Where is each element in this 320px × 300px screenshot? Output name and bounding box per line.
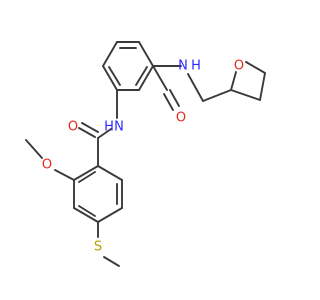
double-bond-inner [78,171,96,183]
bond [97,165,123,181]
hydrogen-atom-top-amide: H [191,59,201,74]
bond [138,41,154,67]
bond [97,128,112,139]
bond [187,73,204,102]
bond [202,89,232,102]
methoxy-group [25,139,75,181]
bond [102,65,118,91]
nitrogen-atom-top-amide: N [178,59,188,74]
lower-benzene-ring [73,165,123,223]
molecule-svg: O N H O O H N O S [25,41,266,267]
bond [25,139,43,159]
oxygen-atom-lower-amide: O [68,120,78,135]
double-bond-inner [78,205,96,217]
bond [103,256,120,267]
tetrahydrofuranylmethyl-chain [187,73,232,102]
bond [230,89,261,101]
double-bond-inner [135,66,148,86]
oxygen-atom-tetrahydrofuran: O [234,59,244,74]
double-bond-inner [108,66,121,86]
carbonyl-double-bond [78,127,96,138]
lower-amide-group [78,89,118,167]
nitrogen-atom-lower-amide: N [114,120,124,135]
molecule-structure-diagram: O N H O O H N O S [25,41,266,267]
bond [152,65,168,91]
oxygen-atom-methoxy: O [42,158,52,173]
tetrahydrofuran-ring [230,61,266,101]
top-amide-group [152,65,182,111]
bond [54,169,75,181]
bond [97,207,123,223]
bond [102,41,118,67]
oxygen-atom-top-amide: O [176,111,186,126]
bond [259,72,266,101]
bond [138,65,154,91]
sulfur-atom-thioether: S [94,240,102,255]
bond [230,71,237,91]
carbonyl-double-bond [81,122,99,133]
methylthio-group [97,221,120,267]
carbonyl-double-bond [163,93,174,111]
hydrogen-atom-lower-amide: H [104,120,114,135]
bond [73,207,99,223]
bond [245,61,266,74]
carbonyl-double-bond [169,89,180,107]
bond [73,165,99,181]
upper-benzene-ring [102,41,154,91]
